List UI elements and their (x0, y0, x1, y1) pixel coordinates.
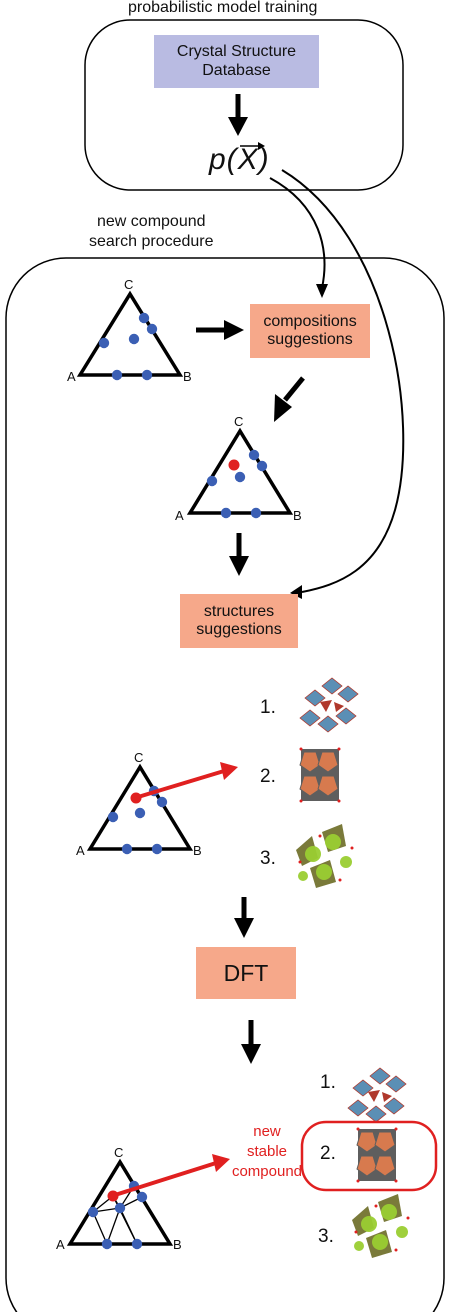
result-structure-2-icon (356, 1127, 398, 1183)
new-stable-line2: stable (246, 1143, 288, 1160)
vertex-b-label: B (293, 508, 302, 523)
database-box (154, 35, 319, 88)
composition-point (107, 811, 119, 823)
ternary-diagram-2 (186, 427, 294, 519)
red-arrow-to-structures (137, 762, 238, 799)
composition-point (138, 312, 150, 324)
database-label: Crystal Structure Database (154, 35, 319, 88)
rank-3-label: 3. (260, 848, 276, 869)
crystal-structure-2-icon (299, 747, 341, 803)
dft-label: DFT (223, 959, 269, 986)
structures-box (180, 594, 298, 648)
compositions-label: compositions suggestions (250, 304, 370, 358)
vertex-b-label: B (193, 843, 202, 858)
curve-to-structures (281, 169, 405, 599)
search-container (5, 257, 445, 1312)
new-stable-compound-label: new stable compound (222, 1122, 312, 1182)
vertex-a-label: A (67, 369, 76, 384)
result-rank-1-label: 1. (320, 1072, 336, 1093)
rank-2-label: 2. (260, 766, 276, 787)
search-section-title: new compound search procedure (89, 212, 214, 252)
arrow-to-dft (234, 897, 254, 938)
composition-point (141, 369, 153, 381)
rank-1-label: 1. (260, 697, 276, 718)
vertex-a-label: A (56, 1237, 65, 1252)
new-stable-line1: new (253, 1123, 281, 1140)
vertex-c-label: C (124, 277, 134, 292)
composition-point (146, 323, 158, 335)
composition-point (248, 449, 260, 461)
training-section-title: probabilistic model training (128, 0, 318, 16)
dft-box (196, 947, 296, 999)
compositions-label-line2: suggestions (267, 331, 353, 348)
arrow-to-ternary-2 (274, 376, 305, 422)
arrow-database-to-model (228, 94, 248, 136)
structures-label-line2: suggestions (196, 621, 282, 638)
arrow-to-structures (229, 533, 249, 576)
curve-to-compositions (269, 177, 328, 298)
arrow-to-results (241, 1020, 261, 1064)
ternary-diagram-1 (76, 290, 184, 381)
composition-point (151, 843, 163, 855)
composition-point (234, 471, 246, 483)
red-arrow-to-new-compound (114, 1154, 230, 1197)
ternary-diagram-final (66, 1158, 174, 1250)
structures-label-line1: structures (203, 602, 275, 620)
training-container (84, 19, 404, 191)
compositions-label-line1: compositions (263, 312, 357, 330)
crystal-structure-3-icon (296, 824, 354, 888)
compositions-box (250, 304, 370, 358)
vertex-c-label: C (114, 1145, 124, 1160)
composition-point (121, 843, 133, 855)
search-title-line1: new compound (97, 213, 206, 230)
composition-point (134, 807, 146, 819)
database-label-line1: Crystal Structure (176, 43, 297, 61)
vertex-c-label: C (134, 750, 144, 765)
result-structure-1-icon (347, 1067, 407, 1123)
vector-arrow-icon (240, 142, 265, 150)
arrow-to-compositions (196, 320, 244, 340)
ternary-diagram-3 (86, 763, 194, 855)
composition-point (98, 337, 110, 349)
vertex-c-label: C (234, 414, 244, 429)
stable-compound-highlight (300, 1120, 438, 1192)
result-rank-2-label: 2. (320, 1143, 336, 1164)
vertex-a-label: A (175, 508, 184, 523)
composition-point (114, 1202, 126, 1214)
composition-point (250, 507, 262, 519)
composition-point (111, 369, 123, 381)
composition-point (136, 1191, 148, 1203)
result-rank-3-label: 3. (318, 1226, 334, 1247)
database-label-line2: Database (202, 61, 271, 79)
result-structure-3-icon (352, 1194, 410, 1258)
vertex-b-label: B (173, 1237, 182, 1252)
composition-point (128, 333, 140, 345)
new-stable-line3: compound (231, 1163, 303, 1180)
composition-point (206, 475, 218, 487)
vertex-b-label: B (183, 369, 192, 384)
composition-point (131, 1238, 143, 1250)
composition-point (87, 1206, 99, 1218)
selected-composition-point (228, 459, 240, 471)
vertex-a-label: A (76, 843, 85, 858)
structures-label: structures suggestions (180, 594, 298, 648)
crystal-structure-1-icon (299, 677, 359, 733)
composition-point (156, 796, 168, 808)
composition-point (256, 460, 268, 472)
search-title-line2: search procedure (89, 233, 214, 250)
composition-point (220, 507, 232, 519)
composition-point (101, 1238, 113, 1250)
